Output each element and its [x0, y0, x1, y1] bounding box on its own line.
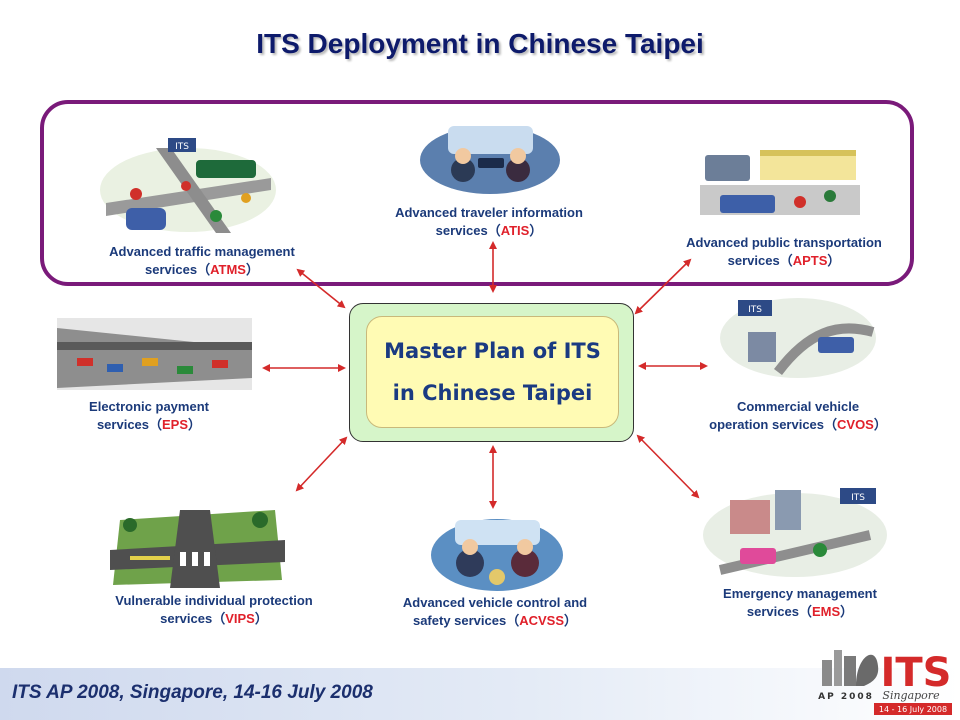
- label-cvos: Commercial vehicle operation services（CV…: [709, 399, 887, 432]
- logo-city: Singapore: [882, 689, 940, 702]
- vips-illustration: [110, 510, 285, 588]
- label-ems: Emergency management services（EMS）: [723, 586, 877, 619]
- logo-mark: ITS: [881, 650, 952, 696]
- apts-illustration: [700, 150, 860, 215]
- abbr-cvos: CVOS: [837, 417, 874, 432]
- svg-text:ITS: ITS: [748, 305, 762, 315]
- footer-text: ITS AP 2008, Singapore, 14-16 July 2008: [12, 682, 373, 703]
- logo-edition: AP 2008: [818, 692, 874, 702]
- svg-text:ITS: ITS: [175, 142, 189, 152]
- arrow-vips: [295, 436, 348, 492]
- master-plan-box: Master Plan of ITS in Chinese Taipei: [366, 316, 619, 428]
- abbr-ems: EMS: [811, 604, 841, 619]
- label-acvss: Advanced vehicle control and safety serv…: [402, 595, 588, 628]
- arrow-apts: [634, 258, 692, 315]
- its-ap-2008-logo: ITS AP 2008 Singapore 14 - 16 July 2008: [818, 650, 952, 715]
- atis-illustration: [420, 126, 560, 194]
- arrow-ems: [636, 434, 700, 499]
- ems-illustration: ITS: [703, 488, 887, 577]
- eps-illustration: [57, 318, 252, 390]
- svg-text:ITS: ITS: [851, 493, 865, 503]
- abbr-acvss: ACVSS: [519, 613, 565, 628]
- label-apts: Advanced public transportation services（…: [686, 235, 882, 268]
- abbr-apts: APTS: [792, 253, 828, 268]
- label-eps: Electronic payment services（EPS）: [89, 399, 209, 432]
- master-plan-line2: in Chinese Taipei: [392, 381, 593, 405]
- cvos-illustration: ITS: [720, 298, 876, 378]
- label-atis: Advanced traveler information services（A…: [395, 205, 583, 238]
- label-atms: Advanced traffic management services（ATM…: [109, 244, 295, 277]
- footer-bar: [0, 668, 960, 720]
- master-plan-line1: Master Plan of ITS: [384, 339, 601, 363]
- label-vips: Vulnerable individual protection service…: [115, 593, 313, 626]
- acvss-illustration: [431, 519, 563, 591]
- abbr-atis: ATIS: [500, 223, 530, 238]
- page-title: ITS Deployment in Chinese Taipei: [256, 28, 704, 59]
- arrow-atms: [296, 268, 346, 309]
- abbr-atms: ATMS: [210, 262, 246, 277]
- abbr-eps: EPS: [162, 417, 189, 432]
- abbr-vips: VIPS: [225, 611, 255, 626]
- traveler-services-group: [40, 100, 914, 286]
- atms-illustration: ITS: [100, 138, 276, 233]
- logo-dates: 14 - 16 July 2008: [879, 705, 947, 714]
